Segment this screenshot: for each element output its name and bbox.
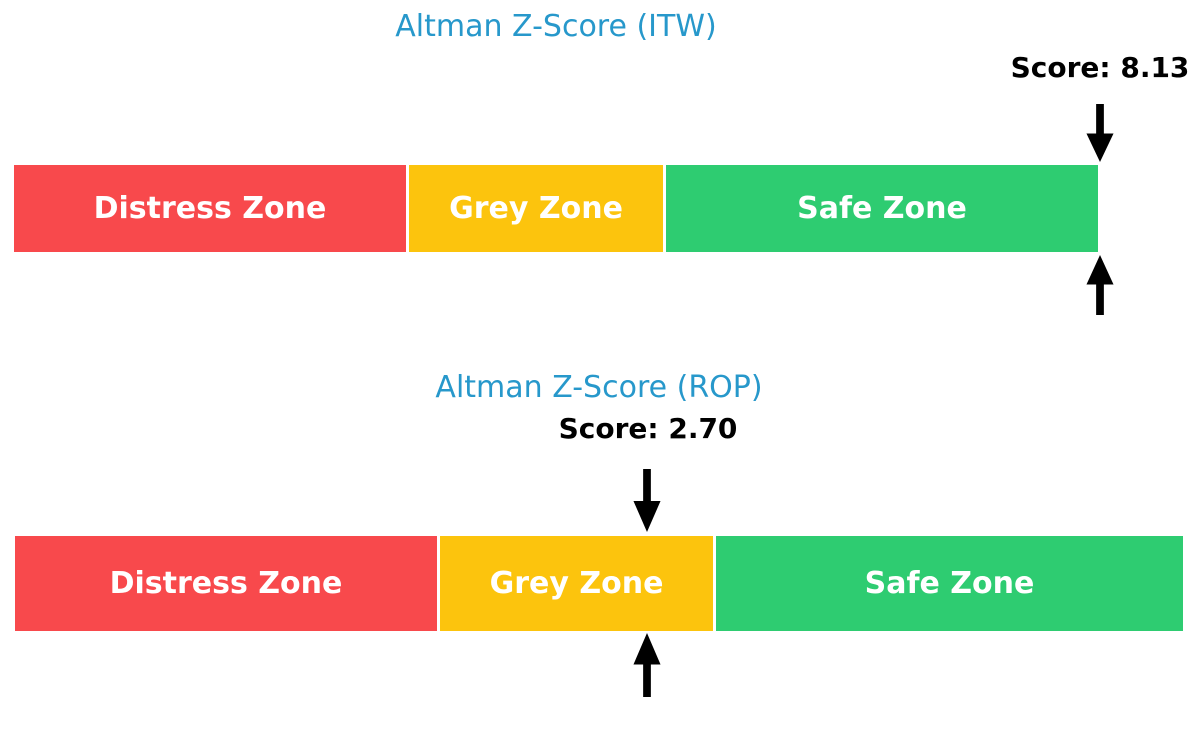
zone-label: Distress Zone (109, 566, 343, 601)
zone-label: Distress Zone (93, 191, 327, 226)
zone-distress: Distress Zone (15, 536, 437, 631)
zone-label: Safe Zone (864, 566, 1035, 601)
score-label-rop: Score: 2.70 (558, 412, 738, 445)
chart-title-itw: Altman Z-Score (ITW) (395, 9, 717, 44)
arrow-up-icon (633, 633, 661, 697)
zone-label: Safe Zone (797, 191, 967, 226)
arrow-down-icon (633, 469, 661, 532)
chart-title-rop: Altman Z-Score (ROP) (435, 370, 763, 405)
zone-distress: Distress Zone (14, 165, 406, 252)
arrow-down-icon (1086, 104, 1114, 162)
zone-grey: Grey Zone (409, 165, 663, 252)
zone-safe: Safe Zone (716, 536, 1183, 631)
score-label-itw: Score: 8.13 (1010, 51, 1190, 84)
arrow-up-icon (1086, 255, 1114, 315)
zone-grey: Grey Zone (440, 536, 713, 631)
zone-safe: Safe Zone (666, 165, 1098, 252)
zone-label: Grey Zone (489, 566, 664, 601)
zone-label: Grey Zone (449, 191, 623, 226)
